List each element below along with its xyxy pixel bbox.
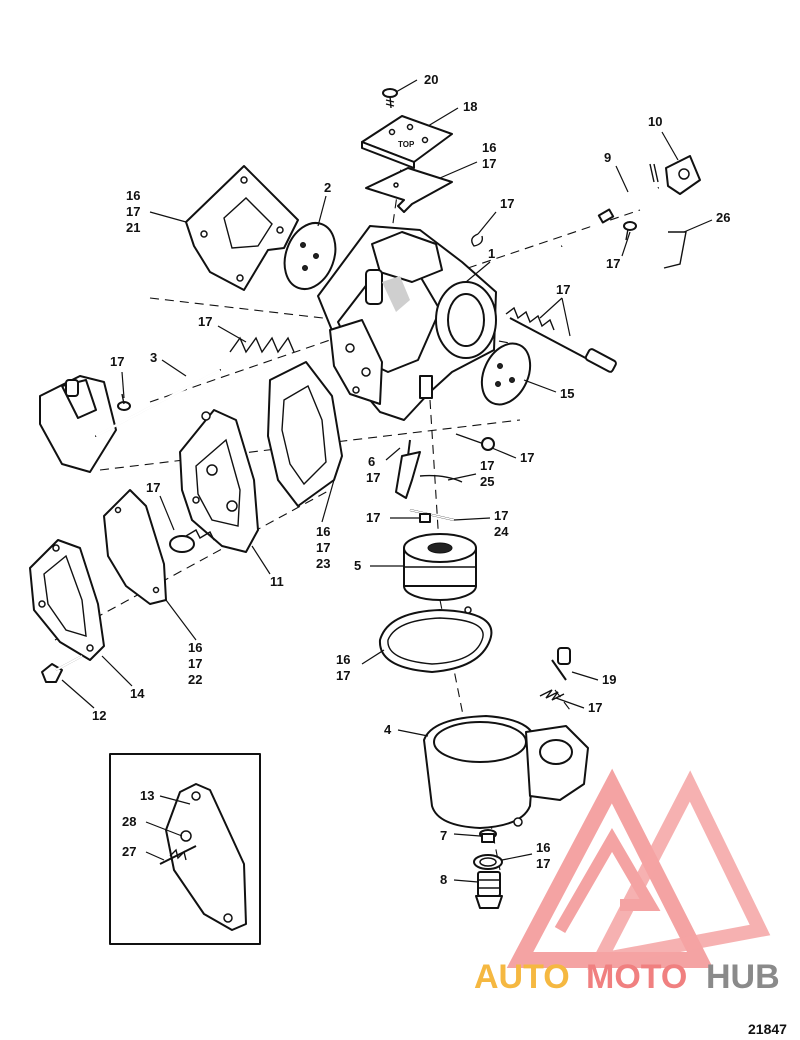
pin-part-24	[409, 509, 455, 521]
part-label-top: TOP	[398, 140, 415, 149]
float-bowl-part-4	[423, 715, 589, 829]
callout-17-pin24: 17	[494, 508, 508, 523]
callout-8: 8	[440, 872, 447, 887]
callout-15: 15	[560, 386, 574, 401]
cover-plate-part-18	[361, 115, 453, 169]
callout-2: 2	[324, 180, 331, 195]
callout-28: 28	[122, 814, 136, 829]
watermark-text-hub: HUB	[706, 958, 780, 996]
needle-spring-part-17	[505, 306, 617, 373]
callout-17-screw-middle: 17	[366, 510, 380, 525]
callout-17-gasket21: 17	[126, 204, 140, 219]
fuel-pump-part-11	[179, 409, 259, 553]
float-arm-part-6	[395, 439, 463, 499]
callouts: 20 18 16 17 10 9 2 16 17 21 17 1 17 26 1…	[92, 72, 730, 887]
diaphragm-part-15	[480, 342, 532, 406]
callout-4: 4	[384, 722, 392, 737]
watermark-text-moto: MOTO	[586, 958, 687, 996]
callout-17-gasket23: 17	[316, 540, 330, 555]
callout-17-needle: 17	[556, 282, 570, 297]
callout-16-gasket21: 16	[126, 188, 140, 203]
o-ring-bottom	[473, 854, 503, 870]
shaft-part-9	[561, 186, 659, 248]
screw-part-20	[382, 88, 398, 109]
callout-16-top: 16	[482, 140, 496, 155]
screw-part-12	[41, 655, 83, 683]
callout-18: 18	[463, 99, 477, 114]
callout-17-bowl-gasket: 17	[336, 668, 350, 683]
pump-cover-part-14	[29, 539, 105, 661]
callout-25: 25	[480, 474, 494, 489]
callout-26: 26	[716, 210, 730, 225]
inset-detail-box	[109, 753, 261, 945]
pump-valve-part-17	[169, 529, 215, 553]
callout-19: 19	[602, 672, 616, 687]
callout-22: 22	[188, 672, 202, 687]
callout-27: 27	[122, 844, 136, 859]
callout-17-pump-valve: 17	[146, 480, 160, 495]
callout-3: 3	[150, 350, 157, 365]
callout-11: 11	[270, 574, 284, 589]
callout-17-bottom: 17	[536, 856, 550, 871]
clip-part-17	[471, 233, 484, 247]
callout-20: 20	[424, 72, 438, 87]
callout-17-clip: 17	[500, 196, 514, 211]
callout-16-gasket23: 16	[316, 524, 330, 539]
callout-12: 12	[92, 708, 106, 723]
callout-10: 10	[648, 114, 662, 129]
gasket-part-21	[185, 165, 299, 291]
gasket-part-23	[267, 361, 343, 507]
screw-near-shaft-9	[623, 221, 637, 241]
callout-17-pin25: 17	[480, 458, 494, 473]
callout-17-screw-right: 17	[520, 450, 534, 465]
throttle-shaft-part-3	[39, 368, 221, 473]
callout-16-diaphragm22: 16	[188, 640, 202, 655]
figure-number: 21847	[748, 1021, 787, 1037]
callout-7: 7	[440, 828, 447, 843]
callout-24: 24	[494, 524, 509, 539]
carburetor-body-part-1	[317, 225, 497, 421]
pin-part-17-right	[455, 433, 495, 451]
callout-9: 9	[604, 150, 611, 165]
callout-17-spring19: 17	[588, 700, 602, 715]
callout-17-screw3: 17	[110, 354, 124, 369]
float-part-5	[403, 533, 477, 601]
callout-23: 23	[316, 556, 330, 571]
callout-17-diaphragm22: 17	[188, 656, 202, 671]
screw-middle-part-17	[419, 513, 431, 523]
spring-part-17-left	[229, 336, 295, 354]
callout-1: 1	[488, 246, 495, 261]
adjust-screw-part-19	[551, 647, 571, 681]
callout-17-top: 17	[482, 156, 496, 171]
callout-17-float-arm: 17	[366, 470, 380, 485]
callout-17-spring3: 17	[198, 314, 212, 329]
leader-lines	[61, 79, 713, 883]
cover-gasket	[365, 167, 453, 213]
callout-17-screw9: 17	[606, 256, 620, 271]
lever-part-10	[649, 155, 701, 195]
diaphragm-part-2	[283, 222, 337, 290]
callout-5: 5	[354, 558, 361, 573]
drain-screw-part-7	[479, 829, 497, 843]
callout-6: 6	[368, 454, 375, 469]
wire-link-part-26	[663, 231, 687, 269]
pump-diaphragm-part-22	[103, 489, 167, 605]
plug-part-8	[475, 871, 503, 909]
callout-21: 21	[126, 220, 140, 235]
bowl-gasket	[378, 606, 493, 673]
callout-13: 13	[140, 788, 154, 803]
spring-part-17-screw19	[539, 689, 565, 701]
screw-near-shaft-3	[117, 393, 131, 411]
callout-14: 14	[130, 686, 145, 701]
watermark-logo	[506, 768, 771, 970]
callout-16-bowl-gasket: 16	[336, 652, 350, 667]
callout-16-bottom: 16	[536, 840, 550, 855]
watermark-text-auto: AUTO	[474, 958, 570, 996]
